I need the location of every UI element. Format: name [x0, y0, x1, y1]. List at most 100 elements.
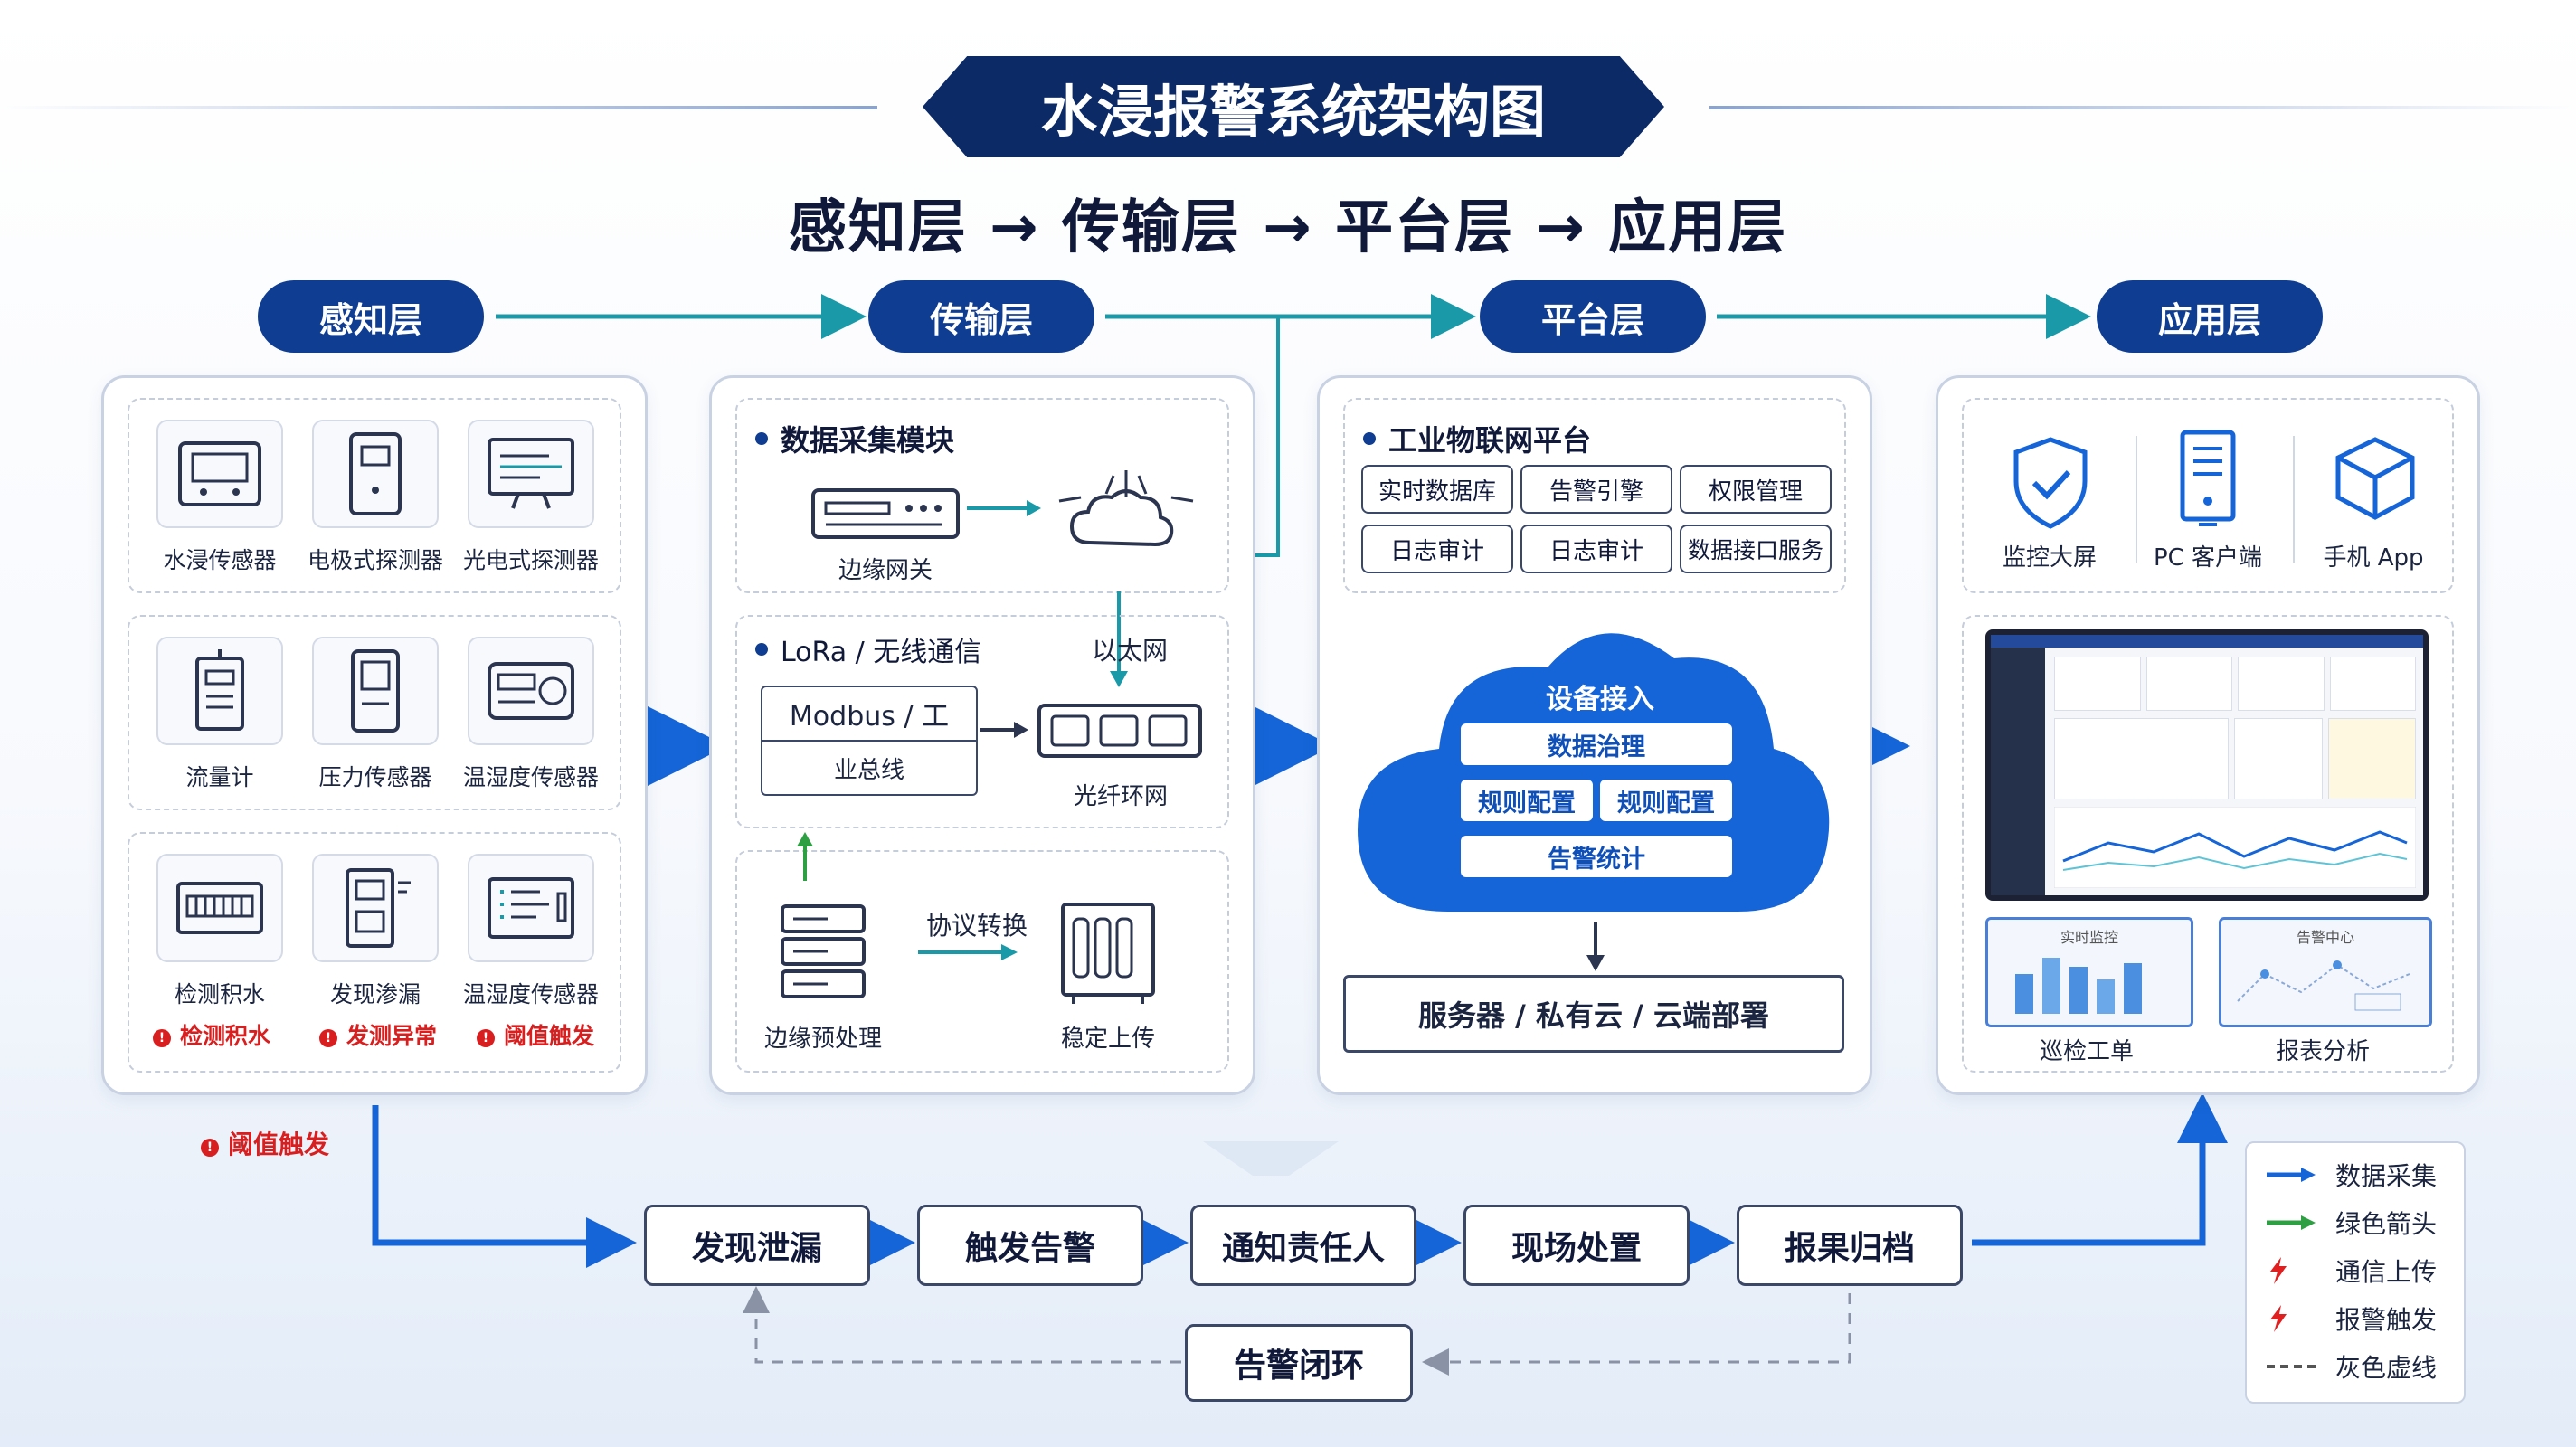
module-data-api: 数据接口服务	[1680, 525, 1832, 573]
protocol-arrow	[918, 944, 1018, 960]
lightning-icon	[2270, 1304, 2287, 1332]
module-realtime-db: 实时数据库	[1361, 465, 1513, 514]
legend-item-comm-upload: 通信上传	[2265, 1246, 2446, 1294]
client-module: 监控大屏 PC 客户端 手机 App	[1962, 398, 2454, 593]
dashboard-panels	[2054, 718, 2416, 799]
acquisition-module: 数据采集模块 边缘网关	[735, 398, 1229, 593]
cloud-item-stats: 告警统计	[1461, 836, 1732, 877]
alarm-loop-box: 告警闭环	[1185, 1324, 1413, 1402]
device-temp-humidity-sensor-2: 温湿度传感器	[459, 854, 603, 1009]
edge-gateway-icon	[811, 488, 960, 539]
shield-icon	[2013, 437, 2088, 529]
edge-preprocess-label: 边缘预处理	[763, 1026, 882, 1053]
legend-item-green-arrow: 绿色箭头	[2265, 1198, 2446, 1246]
dashboard-screenshot	[1985, 629, 2429, 901]
cloud-shape	[1358, 633, 1830, 912]
alert-icon: !	[153, 1029, 171, 1047]
perception-panel: 水浸传感器 电极式探测器 光电式探测器 流量计 压力传感器 温湿度传感器 检测积…	[101, 375, 648, 1095]
cloud-item-rules: 规则配置	[1461, 780, 1593, 821]
device-label: 温湿度传感器	[462, 981, 599, 1007]
flow-step-trigger-alarm: 触发告警	[917, 1205, 1143, 1286]
water-detection-icon	[176, 882, 263, 934]
report-label: 报表分析	[2275, 1038, 2370, 1065]
iot-platform-module: 工业物联网平台 实时数据库 告警引擎 权限管理 日志审计 日志审计 数据接口服务	[1343, 398, 1846, 593]
layer-pill-transport: 传输层	[868, 280, 1094, 353]
device-water-sensor: 水浸传感器	[147, 420, 292, 575]
alert-icon: !	[201, 1139, 219, 1157]
device-flow-meter: 流量计	[147, 637, 292, 792]
report-map-chart	[2237, 960, 2410, 1011]
device-label: 电极式探测器	[307, 547, 443, 573]
threshold-to-flow-line	[372, 1105, 637, 1268]
edge-server-icon	[781, 904, 866, 998]
green-arrow-icon	[2267, 1215, 2316, 1230]
cloud-item-rules-2: 规则配置	[1600, 780, 1732, 821]
flow-meter-icon	[195, 649, 244, 731]
cloud-item-governance: 数据治理	[1461, 724, 1732, 765]
dashboard-topbar	[1991, 635, 2423, 648]
device-photoelectric-detector: 光电式探测器	[459, 420, 603, 575]
pressure-sensor-icon	[351, 649, 400, 733]
layer-pill-perception: 感知层	[258, 280, 484, 353]
perception-group-1: 水浸传感器 电极式探测器 光电式探测器	[128, 398, 621, 593]
loop-dashed-left	[743, 1286, 1181, 1364]
modbus-box: Modbus / 工 业总线	[761, 686, 978, 796]
alarm-badge-anomaly: !发测异常	[319, 1018, 437, 1051]
stable-upload-label: 稳定上传	[1060, 1026, 1155, 1053]
gateway-arrow	[967, 500, 1041, 516]
ethernet-label: 以太网	[1091, 636, 1168, 666]
pc-client-icon	[2180, 430, 2236, 526]
photoelectric-detector-icon	[488, 438, 574, 509]
up-arrow	[797, 832, 813, 881]
module-log-audit-2: 日志审计	[1520, 525, 1672, 573]
flow-to-app-line	[1972, 1092, 2228, 1246]
client-pc: PC 客户端	[2153, 544, 2263, 572]
device-label: 光电式探测器	[462, 547, 599, 573]
iot-platform-title: 工业物联网平台	[1363, 418, 1591, 459]
flow-step-archive: 报果归档	[1737, 1205, 1963, 1286]
device-label: 压力传感器	[318, 764, 432, 790]
title-rule-left	[0, 106, 877, 109]
down-arrow	[1110, 591, 1128, 687]
alert-icon: !	[477, 1029, 495, 1047]
device-label: 温湿度传感器	[462, 764, 599, 790]
blue-arrow-icon	[2267, 1167, 2316, 1182]
flow-step-discover-leak: 发现泄漏	[644, 1205, 870, 1286]
dashboard-kpis	[2054, 657, 2416, 711]
deploy-box: 服务器 / 私有云 / 云端部署	[1343, 975, 1844, 1053]
client-divider	[2293, 436, 2295, 563]
lora-module: LoRa / 无线通信 以太网 Modbus / 工 业总线 光纤环网	[735, 615, 1229, 828]
cloud-title: 设备接入	[1546, 684, 1654, 715]
device-temp-humidity-sensor: 温湿度传感器	[459, 637, 603, 792]
client-monitor-screen: 监控大屏	[2002, 544, 2097, 572]
perception-group-2: 流量计 压力传感器 温湿度传感器	[128, 615, 621, 810]
fiber-ring-icon	[1037, 704, 1202, 758]
layer-flow-subtitle: 感知层 → 传输层 → 平台层 → 应用层	[788, 194, 1788, 261]
device-water-detection: 检测积水	[147, 854, 292, 1009]
device-electrode-detector: 电极式探测器	[303, 420, 448, 575]
device-pressure-sensor: 压力传感器	[303, 637, 448, 792]
lightning-icon	[2270, 1256, 2287, 1284]
mobile-app-box-icon	[2335, 437, 2415, 520]
lora-title: LoRa / 无线通信	[755, 629, 981, 669]
page-title: 水浸报警系统架构图	[923, 56, 1664, 157]
platform-panel: 工业物联网平台 实时数据库 告警引擎 权限管理 日志审计 日志审计 数据接口服务…	[1317, 375, 1872, 1095]
inspection-label: 巡检工单	[2039, 1038, 2134, 1065]
electrode-detector-icon	[349, 432, 402, 515]
upload-device-icon	[1061, 903, 1155, 1004]
report-card: 告警中心	[2219, 917, 2432, 1027]
device-label: 流量计	[185, 764, 254, 790]
client-mobile: 手机 App	[2323, 544, 2424, 572]
application-panel: 监控大屏 PC 客户端 手机 App 实时监控 巡检工单	[1936, 375, 2480, 1095]
module-alarm-engine: 告警引擎	[1520, 465, 1672, 514]
temp-humidity-sensor-icon	[488, 662, 574, 720]
alarm-badge-threshold: !阈值触发	[477, 1018, 594, 1051]
protocol-label: 协议转换	[925, 911, 1028, 941]
legend-item-data-acquisition: 数据采集	[2265, 1150, 2446, 1198]
legend: 数据采集 绿色箭头 通信上传 报警触发 灰色虚线	[2245, 1141, 2466, 1404]
layer-pill-application: 应用层	[2097, 280, 2323, 353]
modbus-arrow	[980, 722, 1028, 738]
water-sensor-icon	[178, 441, 261, 506]
inspection-bar-chart	[2015, 958, 2142, 1014]
